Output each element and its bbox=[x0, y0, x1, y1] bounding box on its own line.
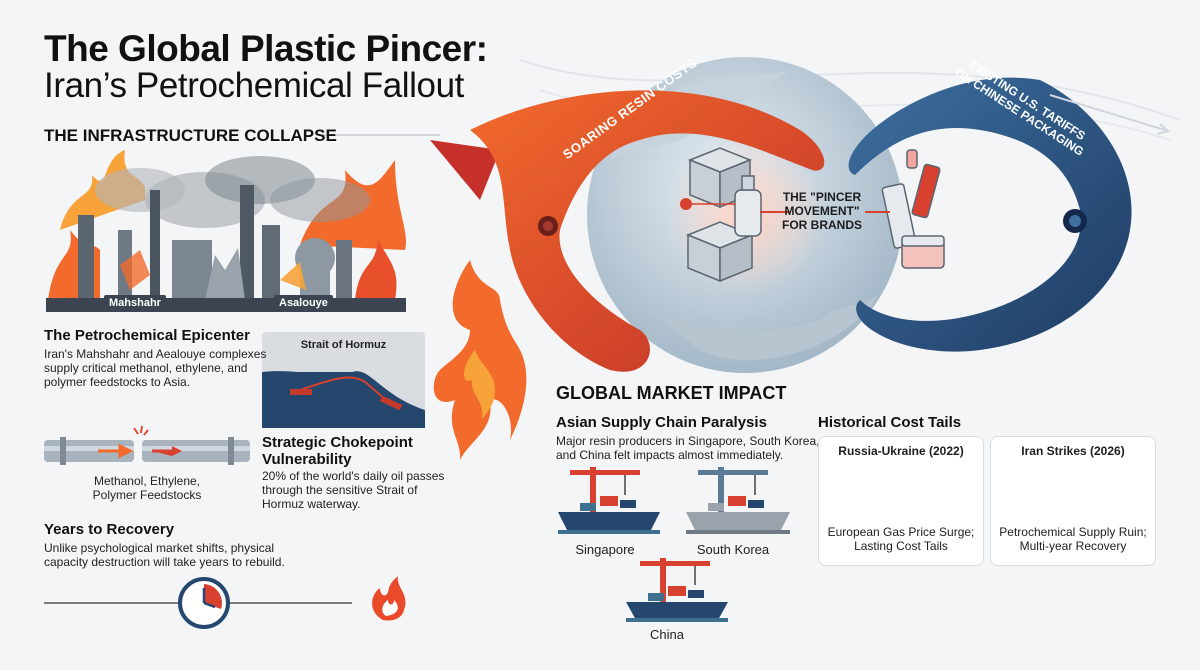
history-card-title: Iran Strikes (2026) bbox=[1021, 444, 1125, 458]
port-illustration-singapore bbox=[558, 467, 660, 534]
port-label-singapore: Singapore bbox=[575, 542, 635, 557]
history-card-russia-ukraine: Russia-Ukraine (2022) European Gas Price… bbox=[818, 436, 984, 566]
factory-label-mahshahr: Mahshahr bbox=[104, 295, 166, 311]
pincer-center-label: THE "PINCER MOVEMENT" FOR BRANDS bbox=[782, 190, 862, 232]
port-label-south-korea: South Korea bbox=[696, 542, 770, 557]
asian-supply-body: Major resin producers in Singapore, Sout… bbox=[556, 434, 820, 462]
history-card-caption: Petrochemical Supply Ruin; Multi-year Re… bbox=[999, 525, 1147, 553]
history-card-iran-strikes: Iran Strikes (2026) Petrochemical Supply… bbox=[990, 436, 1156, 566]
page-title-line2: Iran’s Petrochemical Fallout bbox=[44, 66, 465, 105]
market-heading: GLOBAL MARKET IMPACT bbox=[556, 383, 787, 403]
recovery-timeline bbox=[44, 576, 406, 629]
history-card-caption: European Gas Price Surge; Lasting Cost T… bbox=[827, 525, 975, 553]
history-title: Historical Cost Tails bbox=[818, 414, 962, 431]
port-illustration-south-korea bbox=[686, 467, 790, 534]
port-label-china: China bbox=[650, 627, 684, 642]
strait-map-illustration bbox=[262, 332, 425, 428]
recovery-body: Unlike psychological market shifts, phys… bbox=[44, 541, 285, 569]
packaging-products-illustration bbox=[680, 147, 945, 283]
recovery-title: Years to Recovery bbox=[44, 521, 175, 538]
port-illustration-china bbox=[626, 558, 728, 622]
epicenter-title: The Petrochemical Epicenter bbox=[44, 327, 250, 344]
flame-tail-illustration bbox=[430, 140, 527, 460]
ship-icon bbox=[379, 395, 403, 411]
strait-map-label: Strait of Hormuz bbox=[300, 339, 387, 351]
pipeline-caption: Methanol, Ethylene, Polymer Feedstocks bbox=[92, 474, 202, 502]
asian-supply-title: Asian Supply Chain Paralysis bbox=[556, 414, 767, 431]
red-pincer-arm bbox=[470, 90, 825, 372]
blue-pincer-arm bbox=[848, 77, 1171, 352]
chokepoint-body: 20% of the world's daily oil passes thro… bbox=[262, 469, 445, 511]
chokepoint-title: Strategic Chokepoint Vulnerability bbox=[262, 434, 413, 468]
infrastructure-heading: THE INFRASTRUCTURE COLLAPSE bbox=[44, 126, 337, 145]
page-title-line1: The Global Plastic Pincer: bbox=[44, 28, 488, 69]
broken-pipeline-illustration bbox=[44, 425, 250, 465]
ship-icon bbox=[290, 389, 312, 395]
factory-skyline-illustration bbox=[46, 150, 407, 312]
epicenter-body: Iran's Mahshahr and Aealouye complexes s… bbox=[44, 347, 267, 389]
factory-label-asalouye: Asalouye bbox=[274, 295, 333, 311]
history-card-title: Russia-Ukraine (2022) bbox=[838, 444, 964, 458]
